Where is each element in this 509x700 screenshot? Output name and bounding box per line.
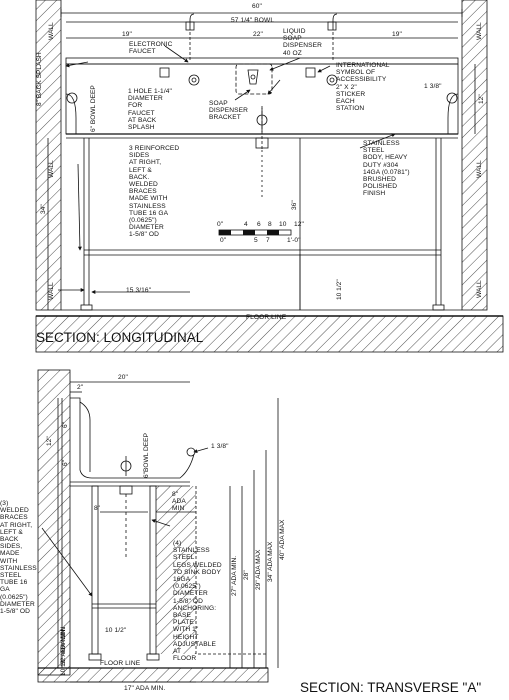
label-right-1-3-8: 1 3/8" (424, 83, 442, 90)
title-longitudinal: SECTION: LONGITUDINAL (36, 330, 204, 345)
backsplash (65, 57, 459, 65)
label-wall-left-1: WALL (48, 22, 55, 40)
label-welded-braces: (3) WELDED BRACES AT RIGHT, LEFT & BACK … (0, 500, 37, 616)
dim-17-ada-min: 17" ADA MIN. (124, 685, 166, 692)
floor-hatch-bottom (37, 667, 269, 683)
label-reinforced-sides: 3 REINFORCED SIDES AT RIGHT, LEFT & BACK… (129, 145, 180, 239)
dim-left-6b: 6" (62, 459, 69, 466)
label-right-12: 12" (478, 94, 485, 104)
label-floor-line-bottom: FLOOR LINE (100, 660, 141, 667)
dim-left-12: 12" (46, 436, 53, 446)
scale-bar (218, 229, 292, 236)
dim-right-19: 19" (392, 31, 402, 38)
transverse-section (37, 369, 279, 683)
dim-bowl-width: 57 1/4" BOWL (231, 17, 275, 24)
label-floor-line-top: FLOOR LINE (246, 314, 287, 321)
scale-tick-1ft: 1'-0" (287, 237, 301, 244)
label-soap-bracket: SOAP DISPENSER BRACKET (209, 100, 249, 122)
dim-top-2: 2" (77, 384, 84, 391)
back-wall-hatch (37, 369, 71, 676)
label-wall-left-2: WALL (48, 160, 55, 178)
dim-10-5-bottom: 10 1/2" (105, 627, 127, 634)
left-wall-hatch (35, 0, 62, 311)
label-liquid-soap: LIQUID SOAP DISPENSER 40 OZ (283, 28, 323, 57)
scale-tick-7: 7 (266, 237, 270, 244)
dim-27-ada-min: 27" ADA MIN. (231, 555, 238, 596)
right-wall-hatch (461, 0, 488, 311)
label-height-34: 34" (40, 204, 47, 214)
accessibility-icon-left (159, 67, 170, 78)
dim-center-22: 22" (253, 31, 263, 38)
dim-top-20: 20" (118, 374, 128, 381)
longitudinal-section (35, 0, 504, 353)
label-brace-10-5: 10 1/2" (336, 279, 343, 300)
label-wall-right-2: WALL (476, 160, 483, 178)
dim-8-in: 8" (94, 505, 101, 512)
dim-left-6a: 6" (62, 421, 69, 428)
label-wall-left-3: WALL (48, 282, 55, 300)
label-height-36: 36" (291, 200, 298, 210)
scale-tick-0-top: 0" (217, 221, 224, 228)
label-electronic-faucet: ELECTRONIC FAUCET (129, 41, 173, 56)
scale-tick-0-bottom: 0" (220, 237, 227, 244)
dim-overall-width: 60" (252, 3, 262, 10)
label-hole: 1 HOLE 1-1/4" DIAMETER FOR FAUCET AT BAC… (128, 88, 172, 132)
label-stainless-body: STAINLESS STEEL BODY, HEAVY DUTY #304 14… (363, 140, 410, 198)
label-wall-right-1: WALL (476, 22, 483, 40)
label-back-splash: 8" BACK SPLASH (36, 52, 43, 106)
scale-tick-8: 8 (268, 221, 272, 228)
scale-tick-6: 6 (257, 221, 261, 228)
label-stainless-legs: (4) STAINLESS STEEL LEGS WELDED TO SINK … (173, 540, 222, 663)
scale-tick-12: 12" (294, 221, 304, 228)
dim-34-ada-max: 34" ADA MAX (267, 541, 274, 582)
dim-ada-8-min: 8" ADA MIN (172, 491, 186, 513)
floor-slab (35, 315, 504, 353)
dim-28: 28" (243, 570, 250, 580)
dim-1-3-8-bottom: 1 3/8" (211, 443, 229, 450)
label-leg-15: 15 3/16" (126, 287, 152, 294)
label-bowl-deep: 6" BOWL DEEP (90, 85, 97, 132)
dim-40-ada-max: 40" ADA MAX (279, 519, 286, 560)
scale-tick-5: 5 (254, 237, 258, 244)
scale-tick-10: 10 (279, 221, 287, 228)
scale-tick-4: 4 (244, 221, 248, 228)
title-transverse: SECTION: TRANSVERSE "A" (300, 680, 482, 695)
dim-29-ada-max: 29" ADA MAX (255, 549, 262, 590)
dim-bowl-deep-bottom: 6"BOWL DEEP (143, 433, 150, 478)
soap-dispenser (235, 63, 273, 95)
accessibility-icon-right (305, 67, 316, 78)
label-accessibility-symbol: INTERNATIONAL SYMBOL OF ACCESSIBILITY 2"… (336, 62, 390, 113)
dim-left-9-ada: 9" ADA MIN. (60, 627, 67, 664)
dim-left-19: 19" (122, 31, 132, 38)
label-wall-right-3: WALL (476, 280, 483, 298)
